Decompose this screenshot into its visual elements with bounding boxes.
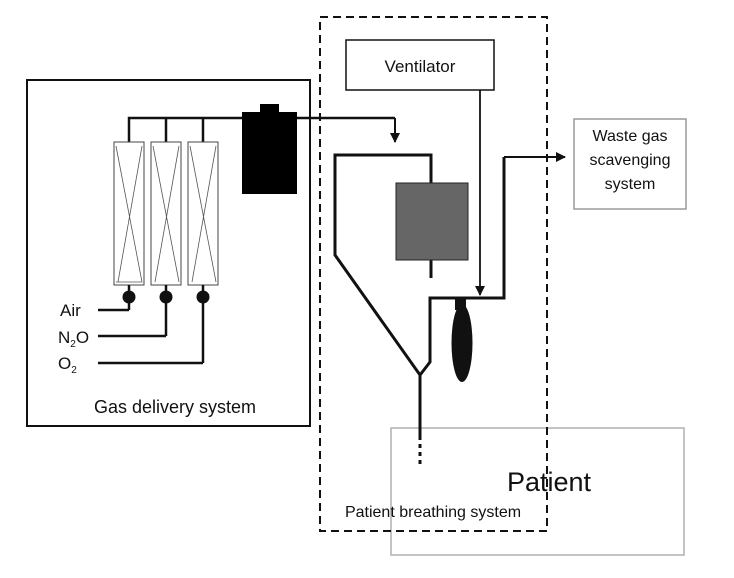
o2-knob <box>196 290 210 304</box>
n2o-knob <box>159 290 173 304</box>
patient-box <box>390 427 685 556</box>
o2-label-o: O <box>58 354 71 373</box>
n2o-label-n: N <box>58 328 70 347</box>
waste-gas-label-line1: Waste gas <box>593 128 668 145</box>
o2-label-subscript: 2 <box>71 365 77 376</box>
ventilator-label: Ventilator <box>385 57 456 76</box>
air-label: Air <box>60 301 81 320</box>
o2-label: O2 <box>58 354 77 376</box>
waste-gas-label-line3: system <box>605 176 656 193</box>
flowmeter-tubes <box>113 141 219 286</box>
n2o-label-subscript: 2 <box>70 339 76 350</box>
vaporizer-cap <box>260 104 279 113</box>
air-knob <box>122 290 136 304</box>
vaporizer <box>242 112 297 194</box>
patient-breathing-system-box <box>319 16 548 532</box>
patient-breathing-system-label: Patient breathing system <box>345 504 521 521</box>
n2o-label: N2O <box>58 328 89 350</box>
ventilator-box <box>345 39 495 91</box>
bag-neck <box>455 298 466 310</box>
patient-connection-dots <box>418 444 422 464</box>
co2-absorber <box>395 182 469 261</box>
gas-delivery-system-box <box>26 79 311 427</box>
waste-gas-scavenging-box <box>573 118 687 210</box>
waste-gas-label-line2: scavenging <box>590 152 671 169</box>
reservoir-bag <box>451 304 473 382</box>
flowmeter-manifold <box>127 116 395 142</box>
gas-supply-lines <box>98 285 205 365</box>
patient-label: Patient <box>507 467 592 497</box>
n2o-label-o: O <box>76 328 89 347</box>
gas-delivery-system-label: Gas delivery system <box>94 397 256 417</box>
